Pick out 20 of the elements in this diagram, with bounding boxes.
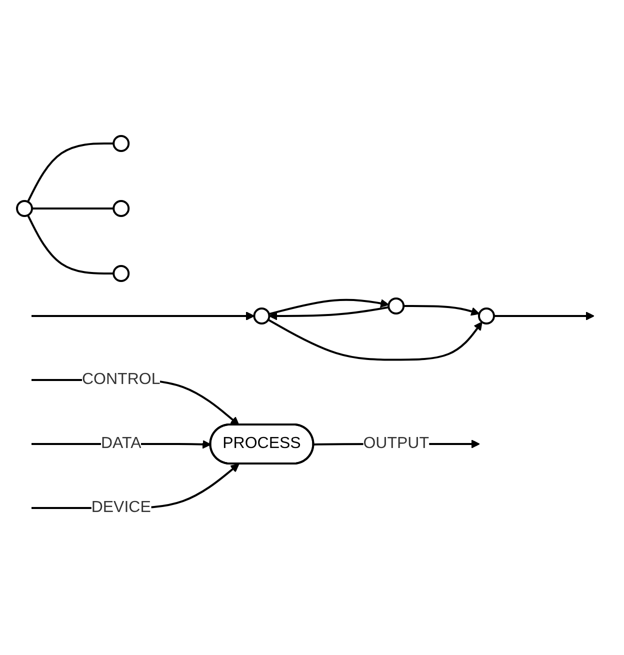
arrow <box>268 306 388 320</box>
arrow <box>493 311 594 320</box>
arrow <box>267 318 482 360</box>
arrow <box>31 311 254 320</box>
node-circle <box>112 200 130 216</box>
arrow <box>268 298 389 315</box>
edge-label: DATA <box>100 434 141 452</box>
connector <box>32 207 114 209</box>
node-circle <box>112 264 130 282</box>
edge-label: DEVICE <box>90 498 150 516</box>
node-circle <box>387 297 404 314</box>
node-circle <box>16 200 32 216</box>
connector <box>26 142 114 202</box>
edge-label: CONTROL <box>82 370 160 388</box>
arrow <box>403 304 480 316</box>
edge-label: OUTPUT <box>362 434 428 452</box>
node-circle <box>477 307 494 324</box>
node-circle <box>252 307 270 324</box>
node-circle <box>112 134 130 152</box>
connector <box>26 214 114 274</box>
